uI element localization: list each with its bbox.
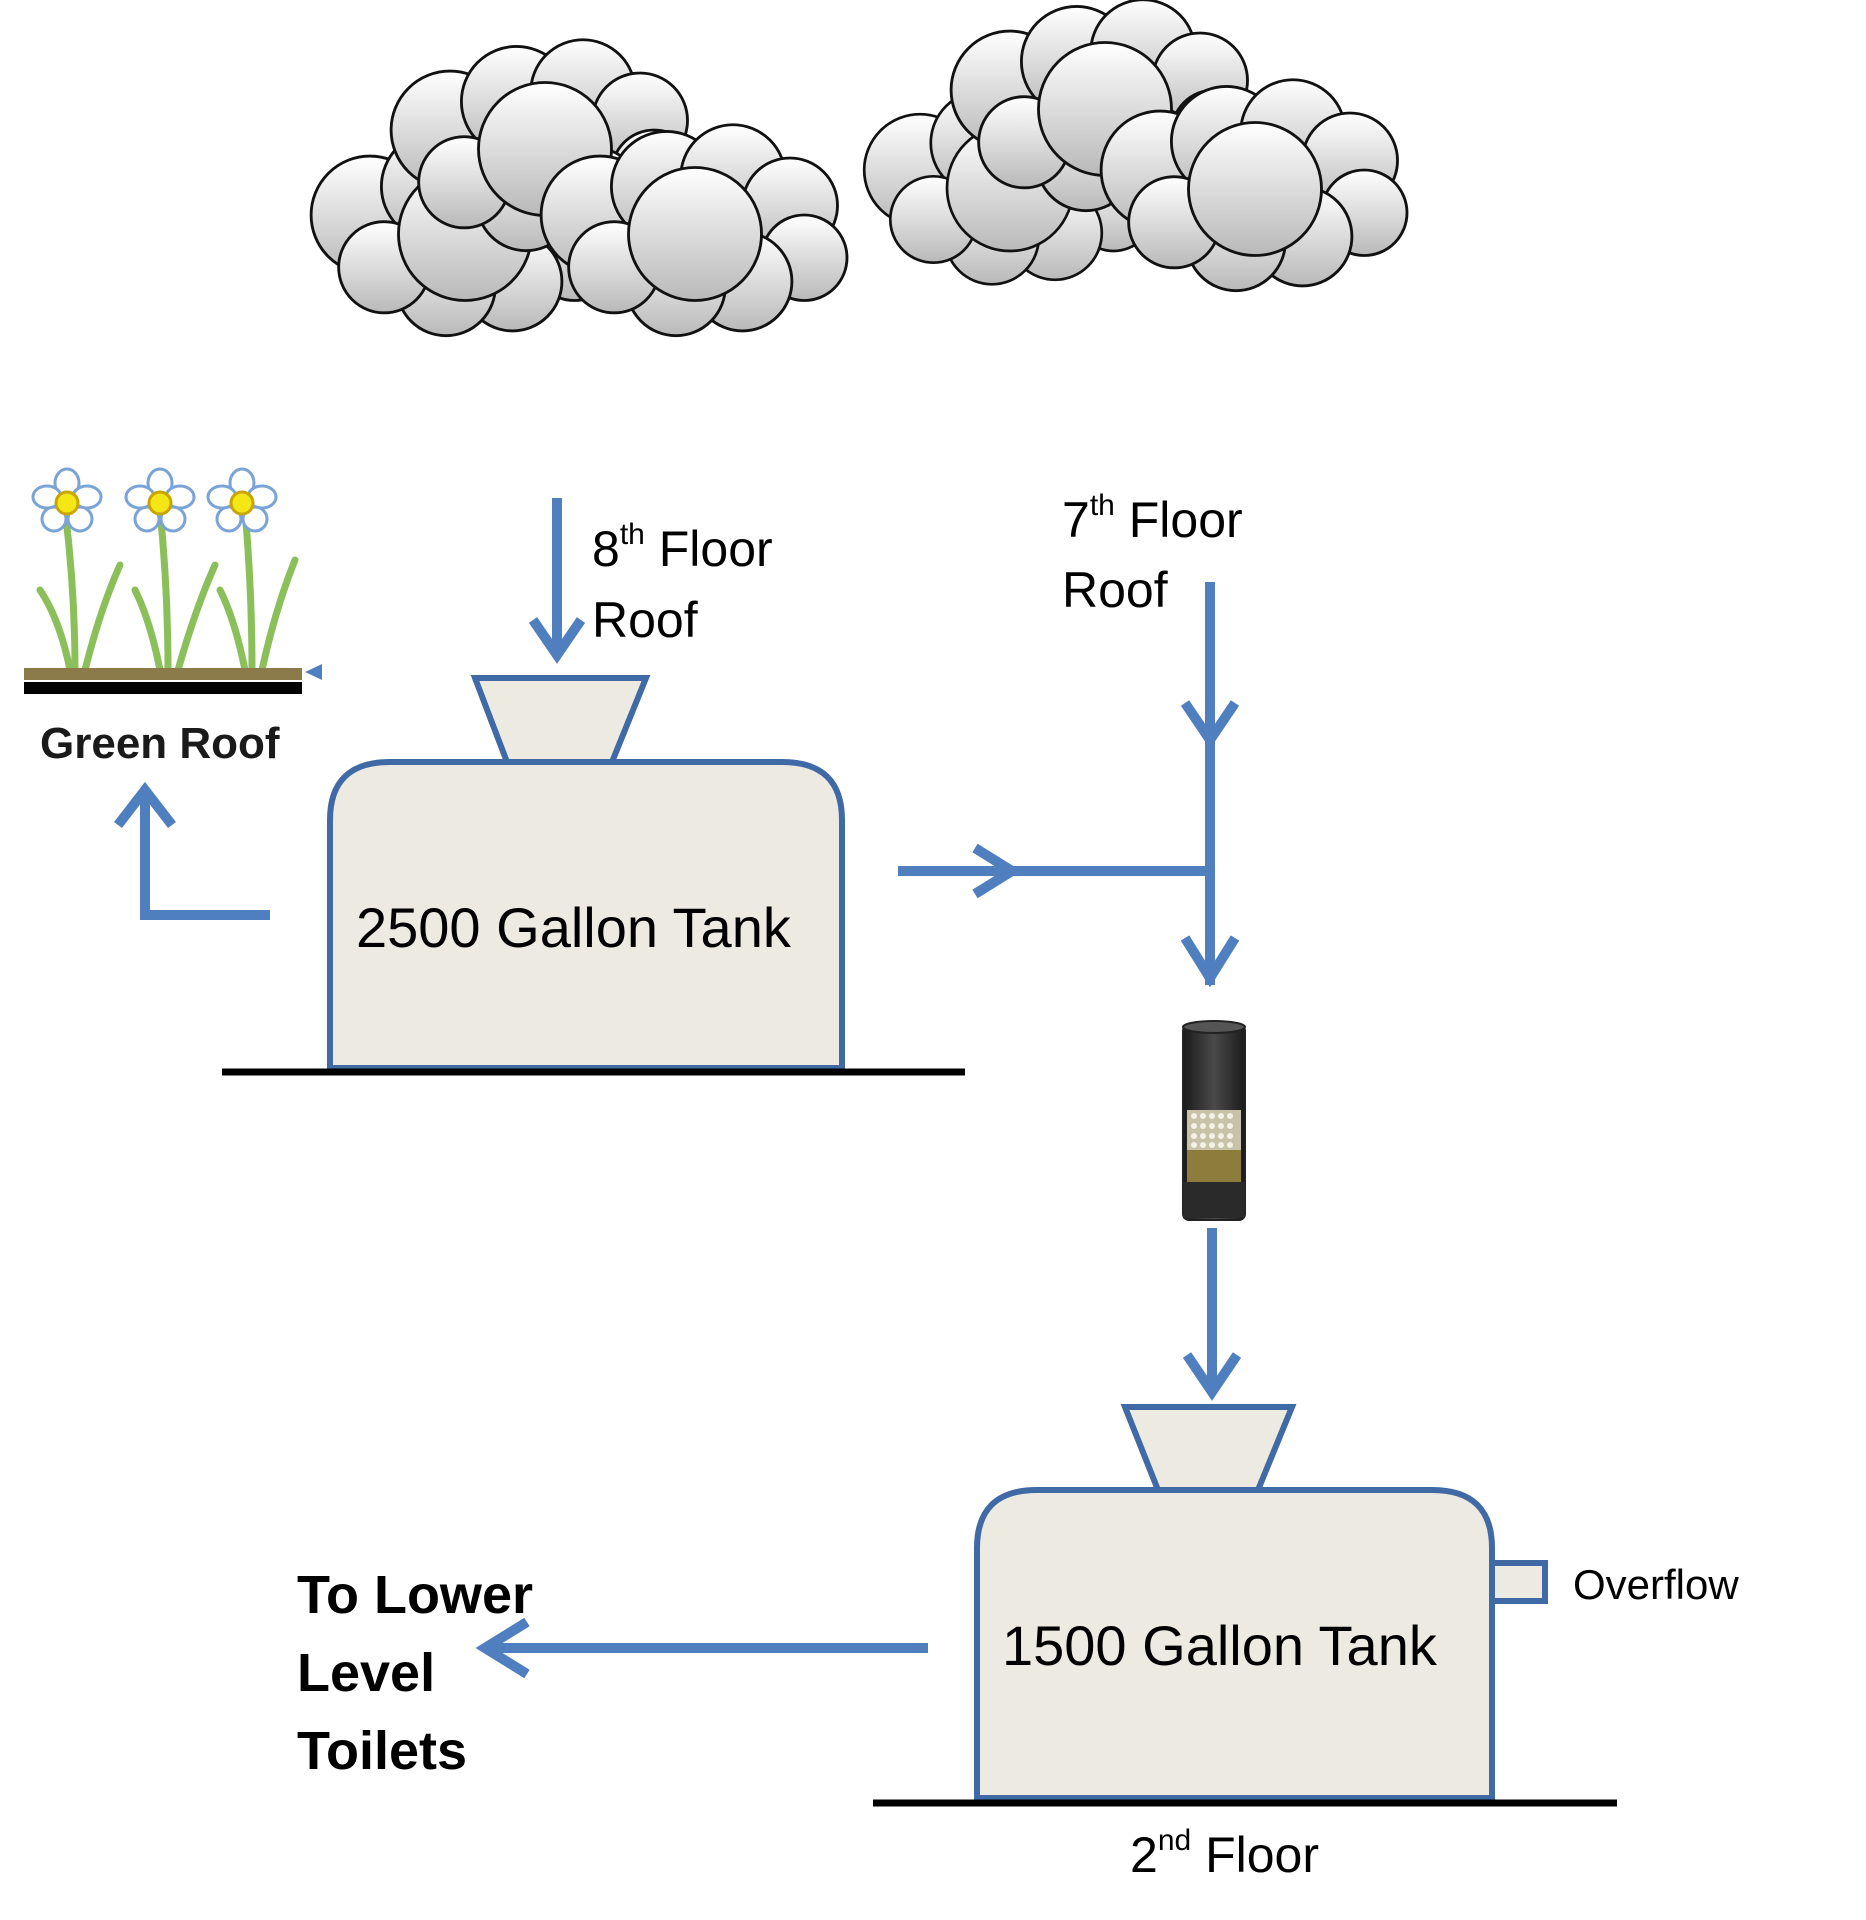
seventh-floor-roof-label: Roof bbox=[1062, 562, 1168, 618]
to-lower-line-3: Toilets bbox=[297, 1721, 468, 1781]
second-floor-num: 2 bbox=[1130, 1827, 1158, 1883]
cloud-icon bbox=[862, 0, 1409, 293]
lower-tank bbox=[873, 1404, 1617, 1807]
to-lower-line-2: Level bbox=[297, 1643, 436, 1703]
arrow-to-green-roof bbox=[114, 781, 270, 920]
overflow-label: Overflow bbox=[1573, 1561, 1739, 1608]
lower-tank-funnel bbox=[1120, 1404, 1297, 1493]
lower-tank-label: 1500 Gallon Tank bbox=[1002, 1614, 1437, 1677]
upper-tank bbox=[222, 675, 965, 1076]
seventh-floor-sup: th bbox=[1089, 488, 1115, 522]
filter-cartridge-icon bbox=[1182, 1020, 1246, 1221]
arrow-7th-floor-inlet bbox=[1180, 582, 1240, 988]
to-lower-level-toilets-label: To Lower Level Toilets bbox=[297, 1556, 533, 1790]
seventh-floor-word: Floor bbox=[1128, 492, 1243, 548]
arrow-filter-to-tank bbox=[1182, 1228, 1242, 1401]
arrow-tank-to-junction bbox=[898, 843, 1205, 899]
arrow-to-toilets bbox=[475, 1617, 928, 1679]
to-lower-line-1: To Lower bbox=[297, 1565, 533, 1625]
upper-tank-label: 2500 Gallon Tank bbox=[356, 896, 791, 959]
second-floor-label: 2nd Floor bbox=[1130, 1825, 1320, 1883]
seventh-floor-label: 7th Floor bbox=[1062, 490, 1243, 548]
seventh-floor-num: 7 bbox=[1062, 492, 1090, 548]
cloud-icon bbox=[309, 38, 849, 338]
eighth-floor-roof-label: Roof bbox=[592, 592, 698, 648]
pipe-network bbox=[114, 498, 1242, 1679]
flower-icon bbox=[24, 467, 322, 694]
green-roof-label: Green Roof bbox=[40, 719, 280, 768]
second-floor-word: Floor bbox=[1205, 1827, 1320, 1883]
eighth-floor-word: Floor bbox=[658, 521, 773, 577]
overflow-outlet bbox=[1489, 1560, 1548, 1604]
second-floor-sup: nd bbox=[1157, 1823, 1192, 1857]
eighth-floor-sup: th bbox=[619, 517, 645, 551]
arrow-8th-floor-inlet bbox=[528, 498, 586, 664]
eighth-floor-num: 8 bbox=[592, 521, 620, 577]
upper-tank-funnel bbox=[470, 675, 651, 765]
eighth-floor-label: 8th Floor bbox=[592, 519, 773, 577]
